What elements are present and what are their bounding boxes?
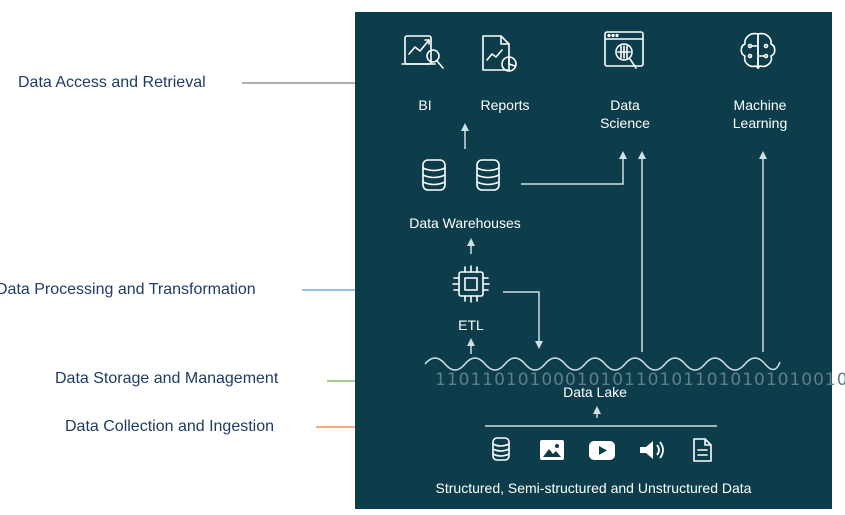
label-data-processing: Data Processing and Transformation: [0, 281, 256, 298]
data-warehouses-label: Data Warehouses: [409, 215, 521, 231]
sources-caption: Structured, Semi-structured and Unstruct…: [435, 480, 752, 496]
machine-learning-line2: Learning: [732, 115, 788, 132]
video-play-icon: [589, 441, 615, 460]
image-icon: [540, 440, 564, 460]
etl-label: ETL: [458, 317, 484, 333]
speaker-icon: [640, 441, 664, 459]
data-science-line2: Science: [600, 115, 650, 132]
label-data-access: Data Access and Retrieval: [18, 74, 206, 91]
label-data-storage: Data Storage and Management: [55, 370, 279, 387]
bi-chart-icon: [401, 35, 444, 69]
data-science-label: Data Science: [595, 96, 655, 132]
machine-learning-label: Machine Learning: [720, 96, 800, 132]
report-icon: [482, 35, 517, 72]
database-icon: [492, 437, 510, 461]
data-science-line1: Data: [610, 97, 640, 113]
machine-learning-line1: Machine: [733, 97, 787, 113]
data-pipeline-panel: BI Reports Data Science Machine Learning…: [355, 12, 845, 509]
binary-stream: 1101101010001010110101101010101001019: [435, 370, 845, 390]
database-icon: [422, 159, 446, 191]
document-icon: [693, 438, 712, 462]
data-lake-label: Data Lake: [563, 384, 627, 400]
bi-label: BI: [418, 97, 432, 113]
data-lake-wave: [424, 357, 781, 371]
chip-icon: [452, 265, 490, 303]
data-science-browser-icon: [604, 31, 644, 69]
brain-circuit-icon: [740, 32, 776, 69]
reports-label: Reports: [480, 97, 530, 113]
label-data-collection: Data Collection and Ingestion: [65, 418, 275, 435]
flow-arrows: [461, 123, 767, 427]
database-icon: [476, 159, 500, 191]
panel-graphics: [401, 31, 781, 462]
